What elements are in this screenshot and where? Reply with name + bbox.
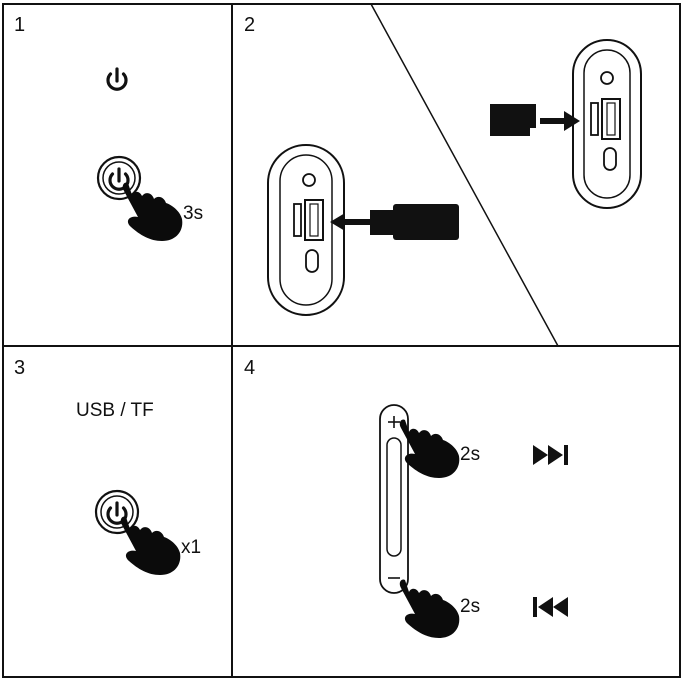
- panel-4: [379, 404, 568, 638]
- hand-press-icon: [120, 516, 181, 575]
- press-count-label: x1: [181, 537, 202, 558]
- power-button-icon: [96, 155, 142, 201]
- arrow-right-icon: [540, 111, 580, 131]
- panel-number: 2: [244, 14, 256, 36]
- mode-label: USB / TF: [76, 400, 154, 421]
- panel-grid: [2, 3, 681, 678]
- hand-press-icon: [399, 579, 460, 638]
- plus-press-duration-label: 2s: [460, 444, 481, 465]
- press-duration-label: 3s: [183, 203, 204, 224]
- panel-number: 4: [244, 357, 256, 379]
- panel-number: 3: [14, 357, 26, 379]
- power-icon: [106, 67, 128, 91]
- device-port-panel-icon: [267, 144, 345, 316]
- hand-press-icon: [122, 182, 183, 241]
- panel-2: [267, 3, 642, 347]
- usb-drive-icon: [370, 204, 459, 240]
- panel-1: [96, 67, 183, 241]
- device-port-panel-icon: [572, 39, 642, 209]
- tf-card-icon: [490, 104, 536, 136]
- next-track-icon: [533, 445, 568, 465]
- power-button-icon: [94, 489, 140, 535]
- panel-number: 1: [14, 14, 26, 36]
- divider-line: [370, 3, 559, 347]
- previous-track-icon: [533, 597, 568, 617]
- arrow-left-icon: [330, 213, 370, 231]
- minus-press-duration-label: 2s: [460, 596, 481, 617]
- volume-rocker-icon: [379, 404, 409, 594]
- panel-3: [94, 489, 181, 575]
